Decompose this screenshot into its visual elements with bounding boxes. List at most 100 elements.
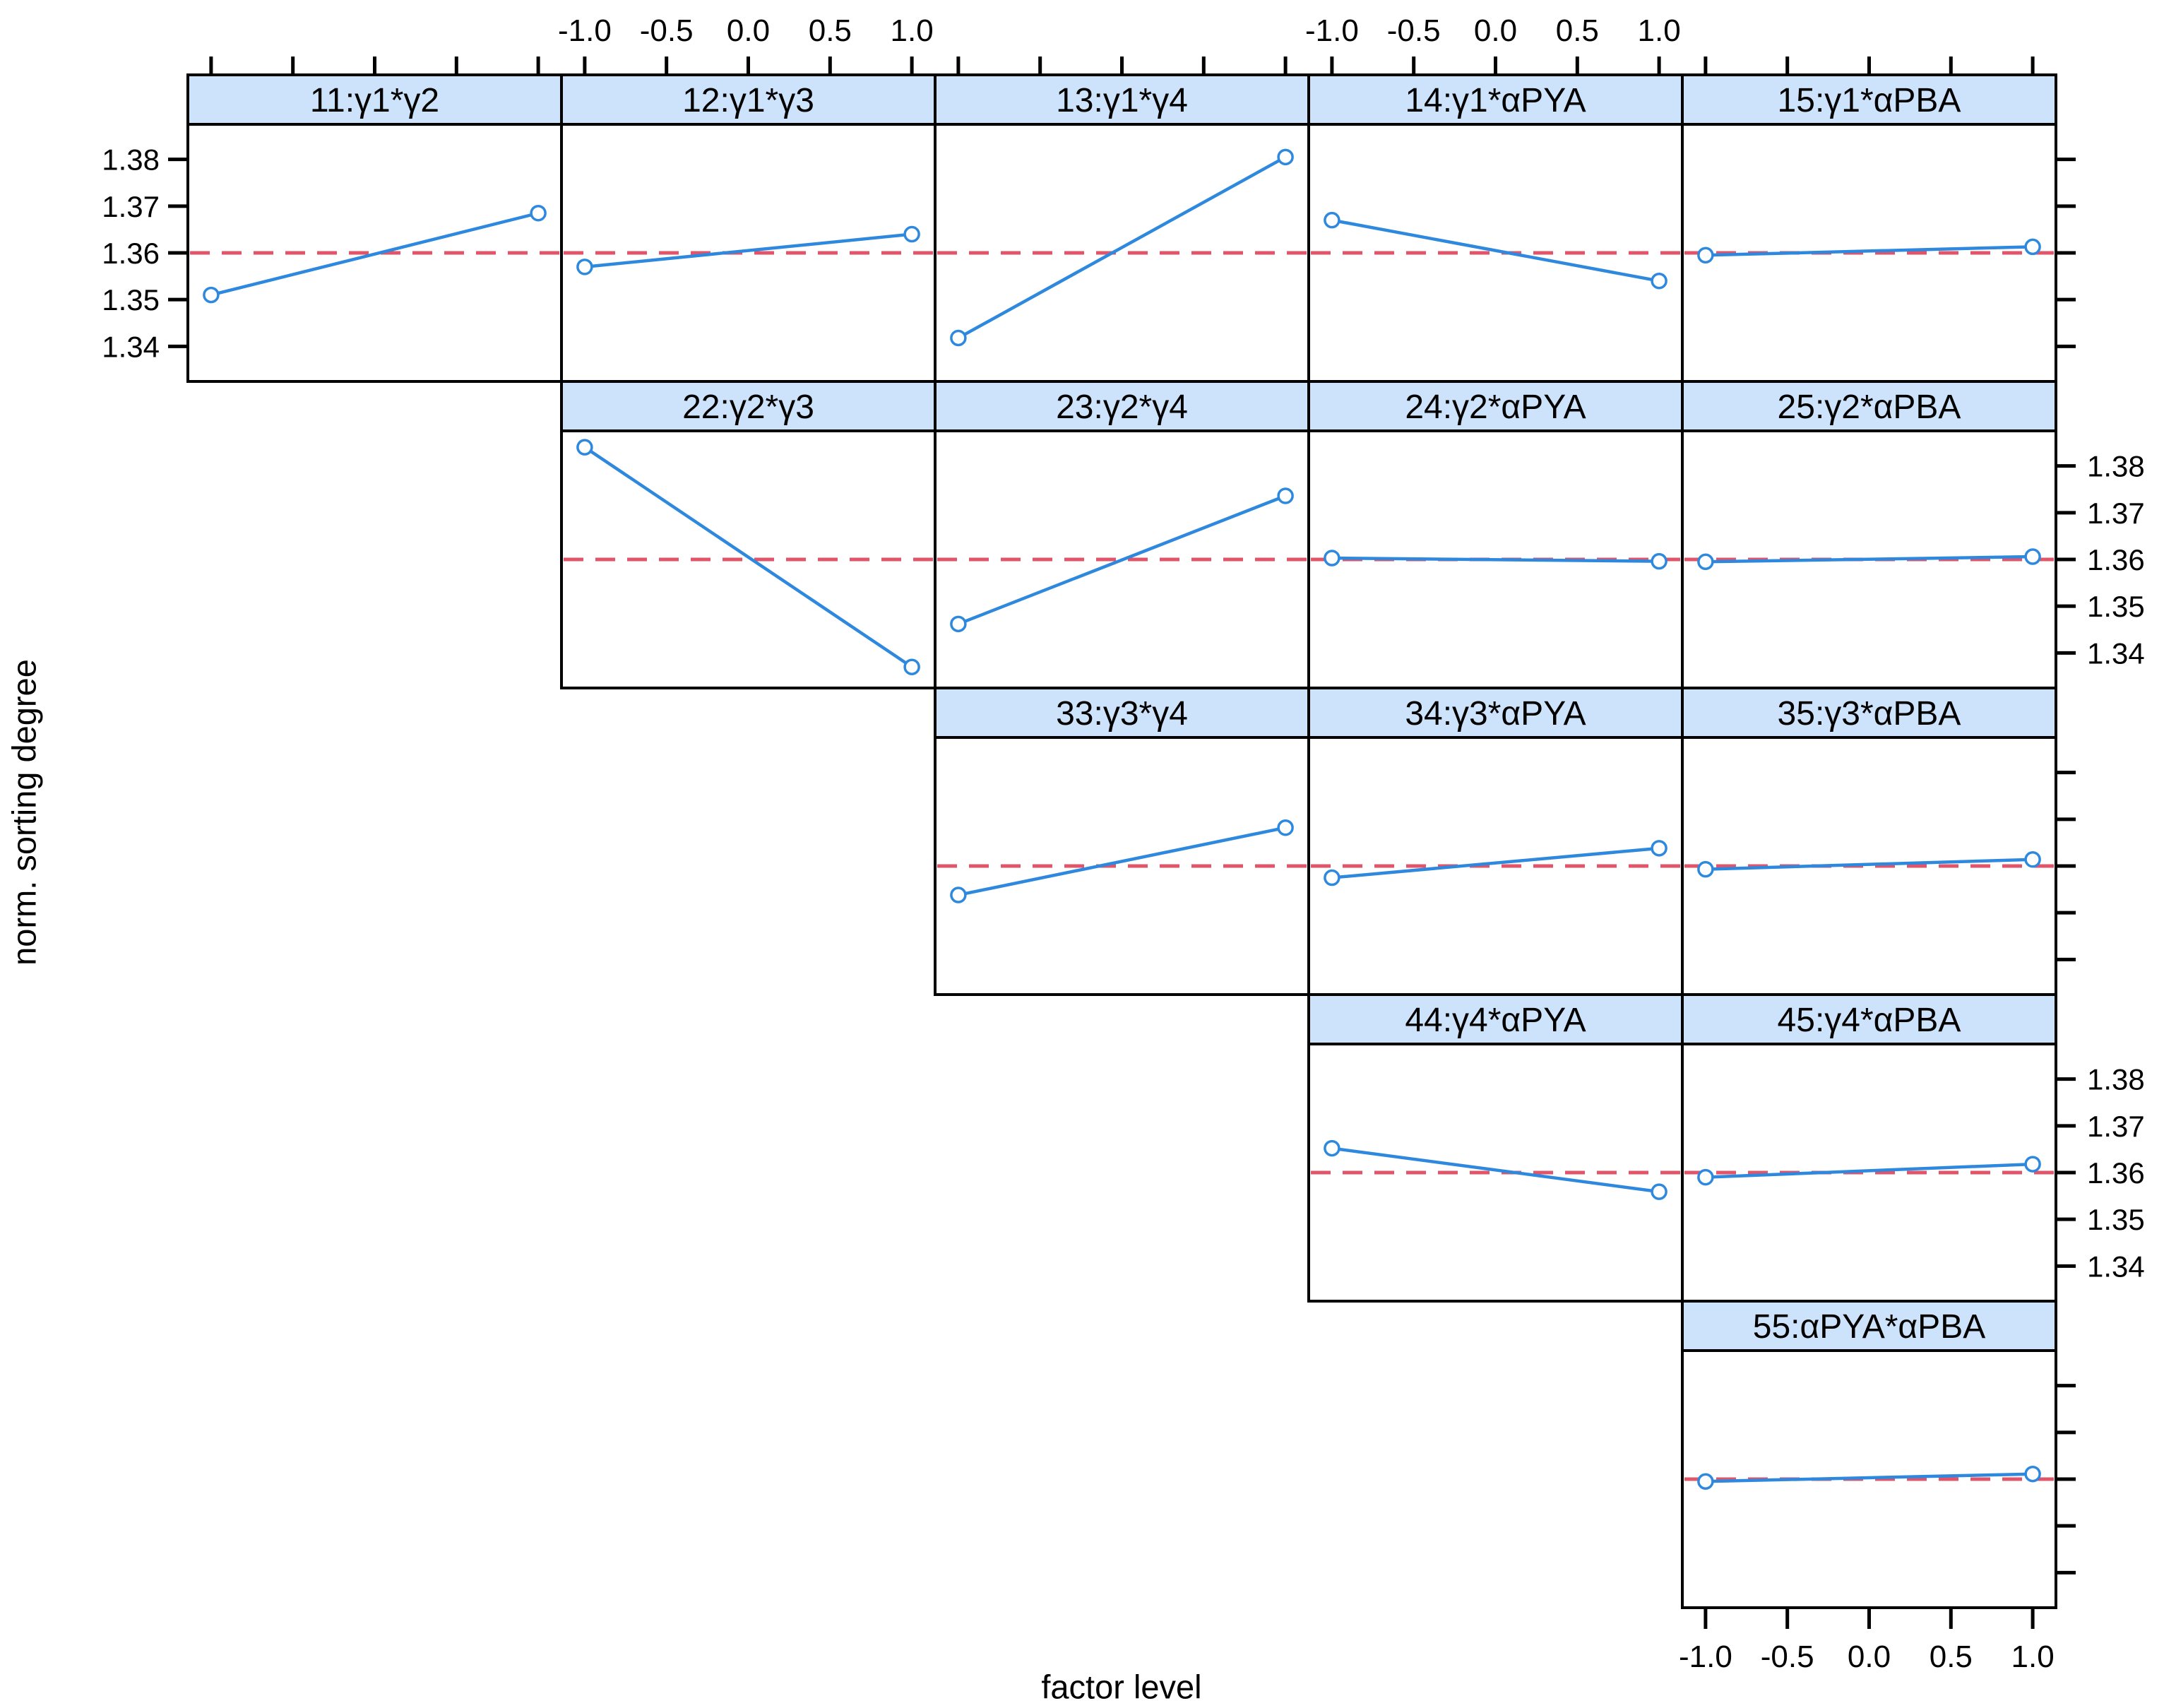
right-axis-tick-label: 1.38: [2087, 1063, 2145, 1096]
panel-23-point-low: [950, 615, 967, 633]
panel-12-plot-area: [560, 123, 937, 383]
top-axis-tick-label: -1.0: [1305, 13, 1359, 48]
panel-24-title: 24:γ2*αPYA: [1405, 389, 1586, 426]
panel-55-point-high: [2024, 1465, 2041, 1483]
panel-45-line: [1705, 1162, 2033, 1179]
left-axis-tick-label: 1.36: [102, 237, 160, 270]
top-axis-tick-label: 1.0: [891, 13, 934, 48]
right-axis-tick-label: 1.35: [2087, 1203, 2145, 1236]
panel-35-plot-area: [1681, 736, 2057, 996]
panel-12-title: 12:γ1*γ3: [682, 82, 814, 119]
top-axis-tick-label: -0.5: [1387, 13, 1441, 48]
panel-45-title: 45:γ4*αPBA: [1778, 1002, 1961, 1039]
panel-12-point-low: [576, 259, 593, 275]
top-axis-tick-label: 0.0: [1474, 13, 1517, 48]
panel-33-plot-area: [934, 736, 1310, 996]
x-axis-title: factor level: [1041, 1668, 1202, 1706]
panel-23-point-high: [1277, 487, 1294, 504]
bottom-axis-tick-label: -1.0: [1679, 1639, 1732, 1674]
panel-22-strip: [560, 380, 937, 432]
panel-13-title: 13:γ1*γ4: [1056, 82, 1188, 119]
panel-35-line: [1705, 858, 2033, 871]
panel-15-point-high: [2024, 238, 2041, 256]
panel-14-plot-area: [1307, 123, 1684, 383]
panel-55-strip: [1681, 1300, 2057, 1352]
panel-45-strip: [1681, 993, 2057, 1045]
panel-44-title: 44:γ4*αPYA: [1405, 1002, 1586, 1039]
right-axis-tick-label: 1.34: [2087, 636, 2145, 670]
panel-13-point-low: [950, 329, 967, 347]
top-axis-tick-label: -0.5: [640, 13, 694, 48]
panel-33-title: 33:γ3*γ4: [1056, 695, 1188, 733]
panel-15-title: 15:γ1*αPBA: [1778, 82, 1961, 119]
right-axis-tick-label: 1.36: [2087, 1156, 2145, 1190]
bottom-axis-tick-label: 1.0: [2011, 1639, 2055, 1674]
panel-55-line: [1705, 1472, 2033, 1483]
top-axis-tick-label: 0.5: [809, 13, 852, 48]
panel-34-point-high: [1651, 840, 1667, 857]
panel-33-point-high: [1277, 819, 1294, 836]
panel-12-line: [584, 232, 912, 269]
left-axis-tick-label: 1.34: [102, 330, 160, 363]
panel-22-point-high: [903, 658, 920, 675]
right-axis-tick-label: 1.36: [2087, 543, 2145, 576]
panel-14-point-low: [1324, 211, 1340, 229]
panel-11-strip: [186, 73, 563, 126]
panel-34-strip: [1307, 687, 1684, 739]
panel-55-title: 55:αPYA*αPBA: [1753, 1308, 1985, 1346]
panel-23-line: [958, 494, 1286, 626]
panel-44-line: [1331, 1146, 1660, 1194]
panel-11-line: [210, 211, 539, 297]
panel-34-plot-area: [1307, 736, 1684, 996]
panel-25-point-low: [1697, 553, 1714, 571]
panel-25-point-high: [2024, 548, 2041, 565]
panel-34-point-low: [1324, 869, 1340, 886]
panel-14-line: [1331, 218, 1660, 283]
panel-33-point-low: [950, 886, 967, 903]
right-axis-tick-label: 1.37: [2087, 497, 2145, 530]
panel-25-strip: [1681, 380, 2057, 432]
top-axis-tick-label: 1.0: [1638, 13, 1681, 48]
bottom-axis-tick-label: 0.5: [1930, 1639, 1973, 1674]
panel-24-line: [1331, 556, 1660, 563]
bottom-axis-tick-label: -0.5: [1761, 1639, 1814, 1674]
right-axis-tick-label: 1.35: [2087, 590, 2145, 623]
panel-24-point-high: [1651, 552, 1667, 570]
panel-44-strip: [1307, 993, 1684, 1045]
panel-33-line: [958, 826, 1286, 897]
panel-11-point-low: [203, 286, 220, 304]
right-axis-tick-label: 1.37: [2087, 1110, 2145, 1143]
panel-23-title: 23:γ2*γ4: [1056, 389, 1188, 426]
panel-14-point-high: [1651, 272, 1667, 290]
panel-11-title: 11:γ1*γ2: [310, 82, 439, 119]
panel-45-point-high: [2024, 1156, 2041, 1173]
left-axis-tick-label: 1.35: [102, 283, 160, 316]
panel-24-point-low: [1324, 550, 1340, 567]
panel-22-point-low: [576, 439, 593, 456]
panel-35-point-low: [1697, 860, 1714, 878]
top-axis-tick-label: 0.0: [727, 13, 770, 48]
left-axis-tick-label: 1.38: [102, 143, 160, 177]
panel-35-point-high: [2024, 850, 2041, 868]
panel-13-line: [957, 155, 1287, 340]
panel-25-line: [1705, 554, 2033, 564]
panel-45-point-low: [1697, 1168, 1714, 1186]
left-axis-tick-label: 1.37: [102, 190, 160, 223]
panel-15-strip: [1681, 73, 2057, 126]
panel-14-title: 14:γ1*αPYA: [1405, 82, 1586, 119]
panel-44-point-high: [1651, 1183, 1667, 1200]
panel-25-title: 25:γ2*αPBA: [1778, 389, 1961, 426]
panel-33-strip: [934, 687, 1310, 739]
panel-13-plot-area: [934, 123, 1310, 383]
panel-15-line: [1705, 245, 2033, 257]
panel-34-line: [1331, 846, 1660, 879]
bottom-axis-tick-label: 0.0: [1848, 1639, 1891, 1674]
panel-22-line: [583, 446, 913, 669]
panel-35-title: 35:γ3*αPBA: [1778, 695, 1961, 733]
top-axis-tick-label: -1.0: [558, 13, 612, 48]
panel-22-title: 22:γ2*γ3: [682, 389, 814, 426]
panel-14-strip: [1307, 73, 1684, 126]
panel-44-plot-area: [1307, 1043, 1684, 1303]
panel-55-point-low: [1697, 1473, 1714, 1490]
panel-11-point-high: [530, 204, 547, 222]
